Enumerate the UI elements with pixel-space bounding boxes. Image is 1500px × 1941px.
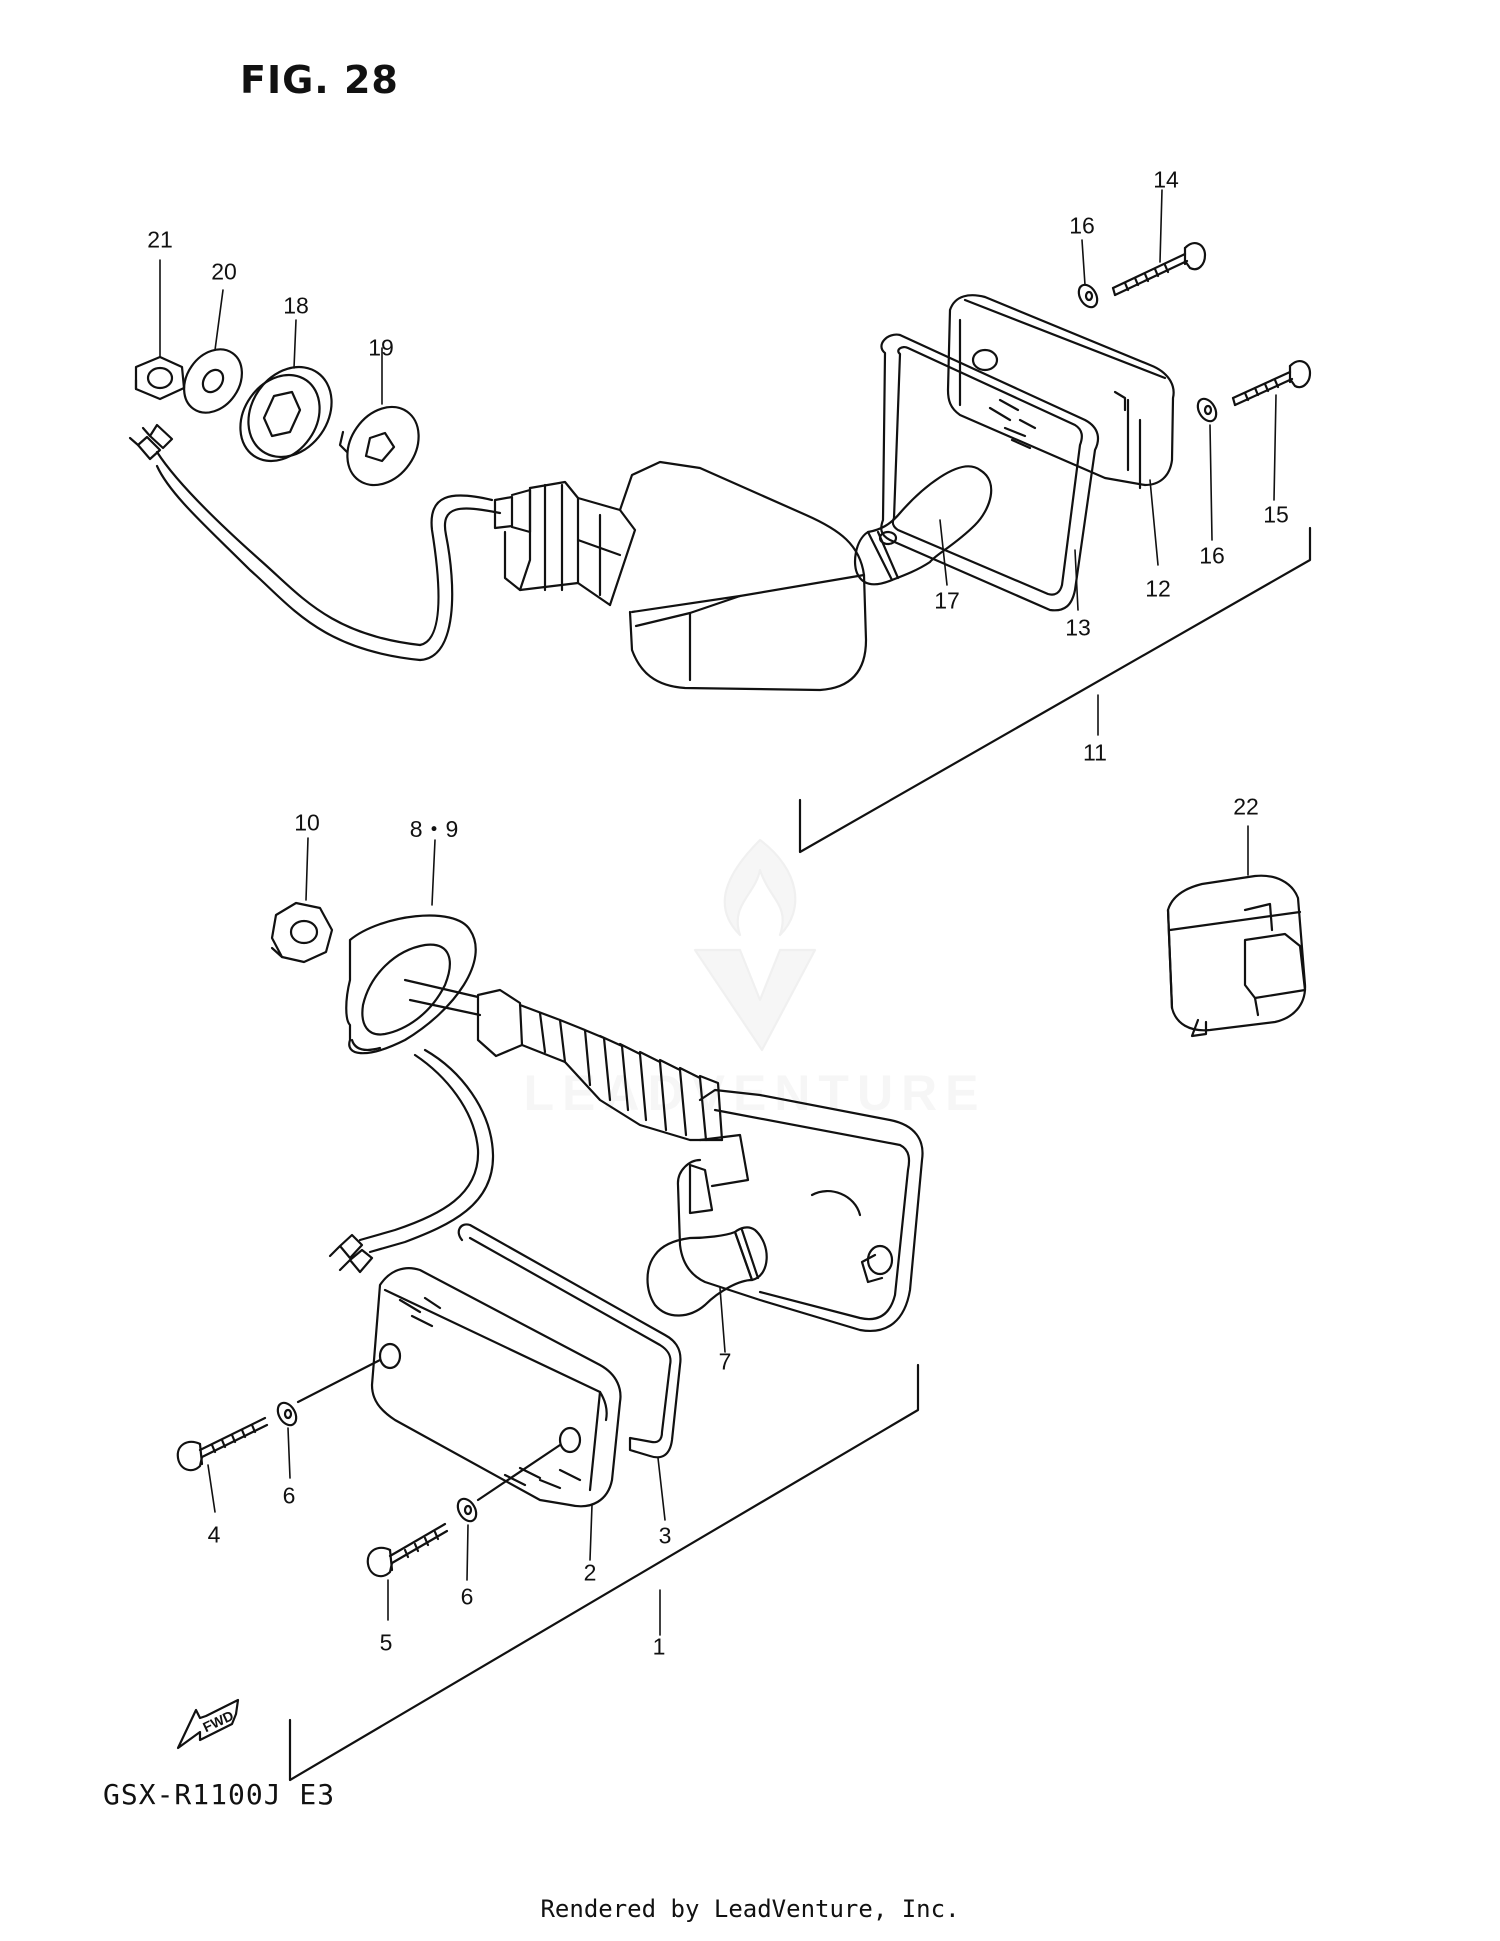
assembly-bracket-1 — [288, 1363, 920, 1782]
callout-leaders — [159, 189, 1277, 1636]
gasket-13 — [880, 333, 1100, 612]
callout-16-upper: 16 — [1069, 212, 1095, 239]
callout-12: 12 — [1145, 575, 1171, 602]
washer-20 — [183, 348, 243, 414]
callout-6-left: 6 — [282, 1482, 296, 1509]
callout-11: 11 — [1083, 739, 1107, 766]
gasket-3 — [457, 1223, 682, 1459]
callout-7: 7 — [718, 1348, 732, 1375]
turn-signal-housing-lower — [676, 1088, 924, 1333]
callout-5: 5 — [379, 1629, 393, 1656]
bulb-17 — [853, 465, 993, 586]
callout-17: 17 — [934, 587, 960, 614]
callout-20: 20 — [211, 258, 237, 285]
washer-16-upper — [1077, 283, 1099, 309]
callout-13: 13 — [1065, 614, 1091, 641]
front-turn-signal-assembly — [128, 242, 1312, 692]
bulb-7 — [646, 1226, 768, 1317]
turn-signal-wires-lower — [328, 1048, 495, 1274]
watermark-logo: LEADVENTURE — [523, 838, 979, 1121]
forward-arrow-icon: FWD — [176, 1698, 240, 1750]
turn-signal-housing-upper — [493, 460, 868, 692]
callout-10: 10 — [294, 809, 320, 836]
lens-12 — [946, 294, 1175, 490]
callout-4: 4 — [207, 1521, 221, 1548]
screw-14 — [1111, 242, 1207, 297]
grommet-18 — [239, 365, 333, 463]
callout-2: 2 — [583, 1559, 597, 1586]
callout-8-9: 8・9 — [409, 816, 459, 842]
cushion-19 — [338, 405, 420, 487]
callout-1: 1 — [652, 1633, 666, 1660]
callout-14: 14 — [1153, 166, 1179, 193]
turn-signal-relay-22 — [1166, 874, 1307, 1038]
callout-21: 21 — [147, 226, 173, 253]
screw-5 — [366, 1522, 449, 1578]
callout-3: 3 — [658, 1522, 672, 1549]
render-credit: Rendered by LeadVenture, Inc. — [540, 1895, 960, 1923]
screw-4 — [176, 1416, 269, 1472]
washer-6-left — [276, 1401, 298, 1427]
callout-16-lower: 16 — [1199, 542, 1225, 569]
callout-19: 19 — [368, 334, 394, 361]
nut-10 — [270, 901, 334, 964]
figure-title: FIG. 28 — [240, 58, 399, 102]
model-code: GSX-R1100J E3 — [103, 1778, 336, 1811]
washer-16-lower — [1196, 397, 1218, 423]
callout-15: 15 — [1263, 501, 1289, 528]
rear-turn-signal-assembly — [176, 901, 924, 1578]
washer-6-right — [456, 1497, 478, 1523]
callout-6-right: 6 — [460, 1583, 474, 1610]
turn-signal-wires-upper — [128, 423, 502, 662]
lens-2 — [370, 1267, 622, 1508]
assembly-bracket-11 — [798, 526, 1312, 854]
callout-18: 18 — [283, 292, 309, 319]
callout-22: 22 — [1233, 793, 1259, 820]
grommet-8-9 — [345, 914, 477, 1055]
nut-21 — [134, 355, 186, 401]
screw-15 — [1231, 360, 1312, 407]
